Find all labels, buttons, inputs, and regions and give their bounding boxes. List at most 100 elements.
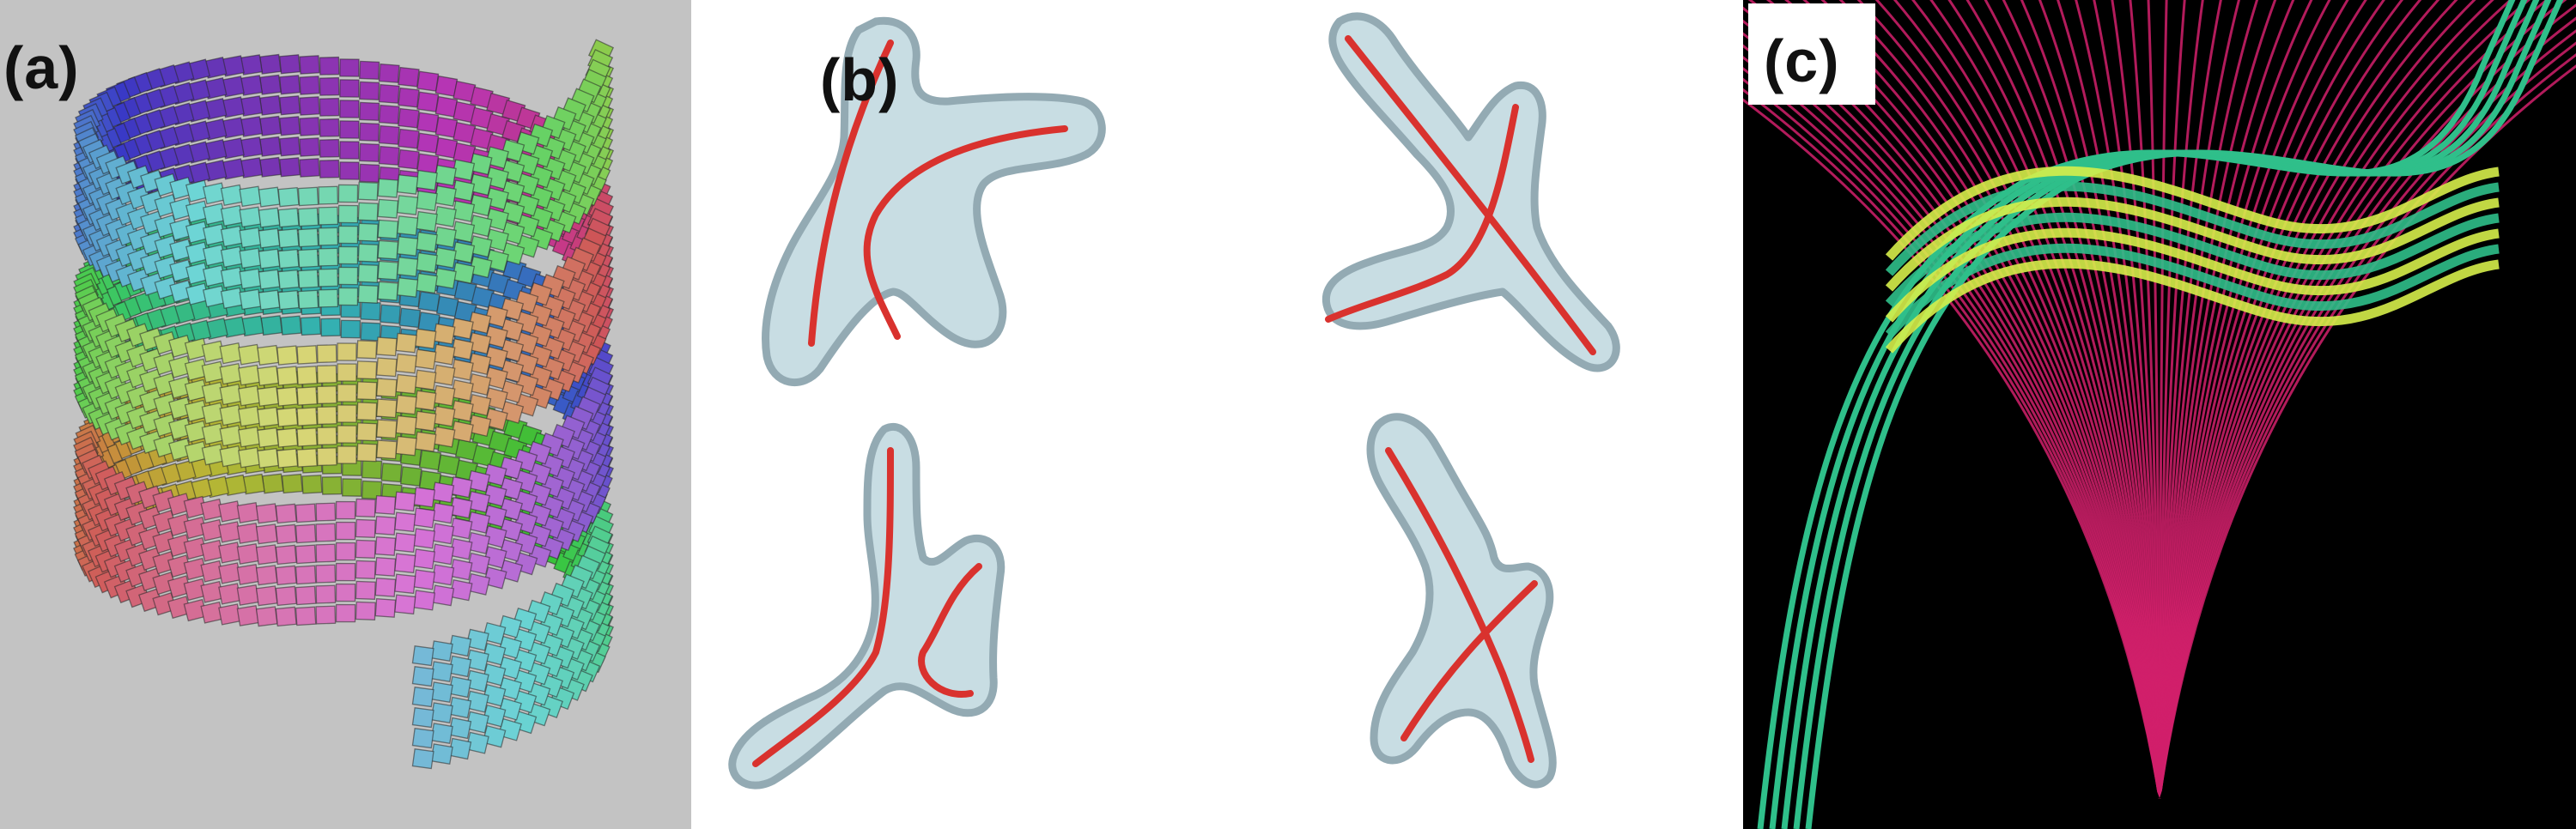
helix-tile (483, 387, 508, 410)
helix-tile (337, 404, 357, 423)
helix-tile (378, 83, 400, 104)
helix-tile (484, 146, 509, 169)
helix-tile (482, 663, 507, 687)
helix-tile (220, 245, 244, 269)
panel-b-skeleton-shapes: (b) (691, 0, 1735, 829)
helix-tile (483, 525, 507, 548)
helix-tile (430, 661, 453, 683)
helix-tile (259, 115, 282, 136)
helix-tile (237, 405, 261, 427)
helix-tile (482, 683, 507, 707)
helix-tile (220, 266, 244, 289)
helix-tile (296, 427, 318, 447)
helix-tile (319, 118, 340, 137)
helix-tile (218, 521, 242, 543)
helix-tile (398, 307, 422, 329)
helix-tile (316, 427, 337, 446)
helix-tile (398, 128, 420, 149)
helix-tile (466, 572, 491, 596)
helix-tile (355, 539, 376, 559)
helix-tile (398, 87, 420, 108)
helix-tile (482, 642, 507, 666)
helix-tile (337, 342, 357, 361)
blob-shape-top-left (762, 16, 1106, 386)
helix-tile (431, 564, 455, 586)
helix-tile (356, 340, 378, 360)
helix-tile (413, 507, 436, 529)
helix-tile (337, 266, 359, 286)
helix-tile (430, 702, 453, 724)
helix-tile (465, 628, 489, 651)
helix-tile (218, 583, 242, 605)
skeleton-curve (808, 39, 894, 347)
blob-shape-bottom-left (728, 422, 1005, 790)
helix-tile (416, 112, 440, 133)
helix-tile (255, 544, 278, 566)
helix-tile (395, 332, 417, 354)
helix-tile (411, 707, 434, 729)
helix-tile (415, 231, 438, 253)
helix-tile (337, 363, 357, 382)
helix-tile (295, 523, 317, 544)
helix-tile (301, 475, 323, 494)
helix-tile (277, 207, 300, 228)
helix-tile (415, 251, 438, 274)
wave-band-stripe (1885, 243, 2500, 338)
helix-tile (258, 269, 281, 290)
helix-tile (257, 406, 280, 427)
wave-band-stripe (1885, 258, 2500, 354)
helix-tile (468, 256, 493, 279)
helix-tile (394, 532, 416, 554)
helix-tile (318, 268, 339, 287)
helix-tile (374, 494, 397, 515)
helix-tile (396, 195, 419, 215)
helix-tile (259, 74, 282, 95)
helix-tile (335, 583, 356, 602)
helix-tile (236, 502, 260, 523)
helix-tile (255, 503, 278, 524)
helix-tile (276, 366, 299, 386)
helix-tile (355, 580, 376, 600)
helix-tile (296, 386, 318, 406)
skeleton-curve (1345, 35, 1596, 355)
helix-tile (374, 597, 397, 618)
helix-tile (236, 605, 260, 626)
helix-tile (374, 577, 397, 597)
helix-tile (239, 247, 262, 269)
skeleton-curve (1385, 447, 1534, 763)
helix-tile (259, 94, 282, 116)
helix-tile (434, 267, 457, 289)
helix-tile (335, 542, 356, 561)
helix-tile (395, 414, 417, 436)
helix-tile (297, 227, 319, 248)
helix-tile (316, 365, 337, 384)
helix-tile (483, 505, 507, 528)
caustic-shadow-left (1743, 172, 2160, 829)
helix-tile (360, 322, 381, 342)
helix-tile (465, 690, 489, 713)
helix-tile (482, 621, 507, 645)
helix-tile (295, 503, 317, 523)
helix-tile (357, 284, 379, 304)
helix-tile (277, 227, 300, 249)
helix-tile (413, 590, 436, 611)
helix-tile (239, 268, 262, 290)
skeleton-curve (918, 563, 982, 699)
helix-tile (374, 515, 397, 536)
helix-tile (415, 169, 438, 191)
helix-tile (430, 723, 453, 745)
helix-tile (319, 138, 340, 158)
helix-tile (483, 408, 508, 431)
helix-tile (316, 385, 337, 405)
helix-tile (484, 228, 509, 251)
helix-tile (299, 96, 320, 116)
helix-tile (219, 445, 243, 468)
helix-tile (396, 174, 419, 195)
wave-band-stripe (1885, 197, 2500, 292)
helix-tile (315, 605, 337, 625)
helix-tile (319, 97, 340, 117)
helix-tile (357, 243, 379, 263)
helix-tile (257, 344, 280, 366)
helix-tile (361, 459, 383, 480)
helix-tile (483, 305, 508, 328)
